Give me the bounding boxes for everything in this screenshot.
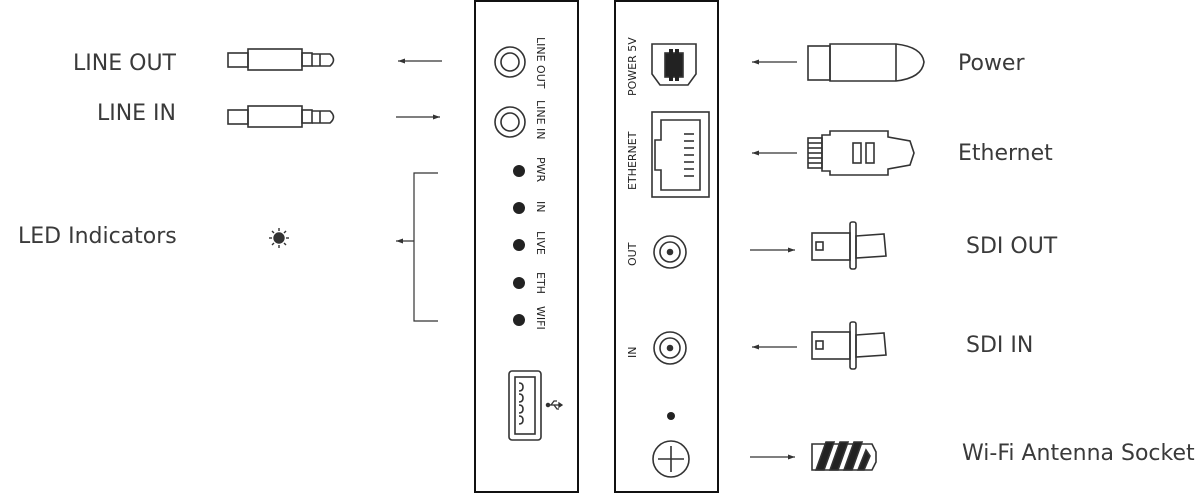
label-wifi-antenna: Wi-Fi Antenna Socket — [962, 441, 1195, 466]
panel-label-in: IN — [626, 347, 639, 358]
panel-label-line-out: LINE OUT — [534, 37, 547, 89]
audio-jack-icon — [227, 105, 335, 128]
label-line-in: LINE IN — [96, 101, 176, 126]
rj45-plug-icon — [807, 130, 915, 176]
usb-port — [508, 370, 542, 441]
antenna-icon — [811, 441, 877, 471]
sdi-out-port — [653, 235, 687, 269]
panel-label-line-in: LINE IN — [534, 100, 547, 140]
label-sdi-in: SDI IN — [966, 333, 1034, 358]
led-label-wifi: WIFI — [534, 306, 547, 330]
led-bracket — [396, 172, 438, 322]
led-label-pwr: PWR — [534, 157, 547, 183]
label-ethernet: Ethernet — [958, 141, 1053, 166]
led-label-live: LIVE — [534, 231, 547, 255]
line-out-port — [494, 46, 526, 78]
led-dot-pwr — [513, 165, 525, 177]
label-line-out: LINE OUT — [73, 51, 176, 76]
ethernet-port — [651, 111, 710, 198]
bnc-connector-icon — [811, 221, 887, 270]
led-label-eth: ETH — [534, 272, 547, 294]
left-panel — [474, 0, 579, 493]
panel-label-ethernet: ETHERNET — [626, 131, 639, 190]
panel-label-out: OUT — [626, 242, 639, 266]
label-led-indicators: LED Indicators — [18, 224, 177, 249]
sun-icon — [269, 228, 289, 248]
usb-icon — [545, 400, 564, 410]
led-dot-live — [513, 239, 525, 251]
audio-jack-icon — [227, 48, 335, 71]
bnc-connector-icon — [811, 321, 887, 370]
line-in-port — [494, 106, 526, 138]
led-dot-wifi — [513, 314, 525, 326]
led-dot-eth — [513, 277, 525, 289]
label-power: Power — [958, 51, 1025, 76]
power-plug-icon — [807, 43, 925, 82]
indicator-dot — [667, 412, 675, 420]
panel-label-power-5v: POWER 5V — [626, 37, 639, 96]
led-dot-in — [513, 202, 525, 214]
led-label-in: IN — [534, 201, 547, 212]
sdi-in-port — [653, 331, 687, 365]
label-sdi-out: SDI OUT — [966, 234, 1058, 259]
power-port — [651, 43, 697, 86]
right-panel — [614, 0, 719, 493]
antenna-socket — [652, 440, 690, 478]
